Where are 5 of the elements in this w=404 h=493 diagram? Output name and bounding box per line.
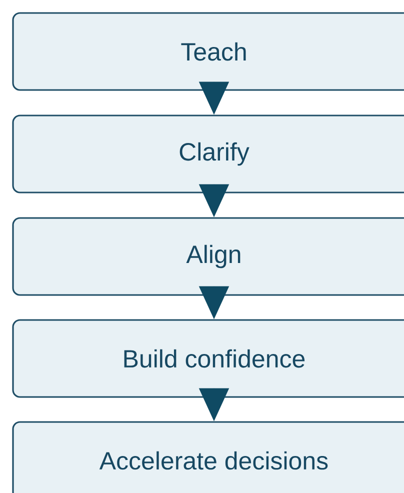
process-box: Align: [12, 217, 404, 296]
process-box: Build confidence: [12, 319, 404, 398]
process-box: Accelerate decisions: [12, 421, 404, 493]
process-box: Teach: [12, 12, 404, 91]
process-box: Clarify: [12, 114, 404, 194]
